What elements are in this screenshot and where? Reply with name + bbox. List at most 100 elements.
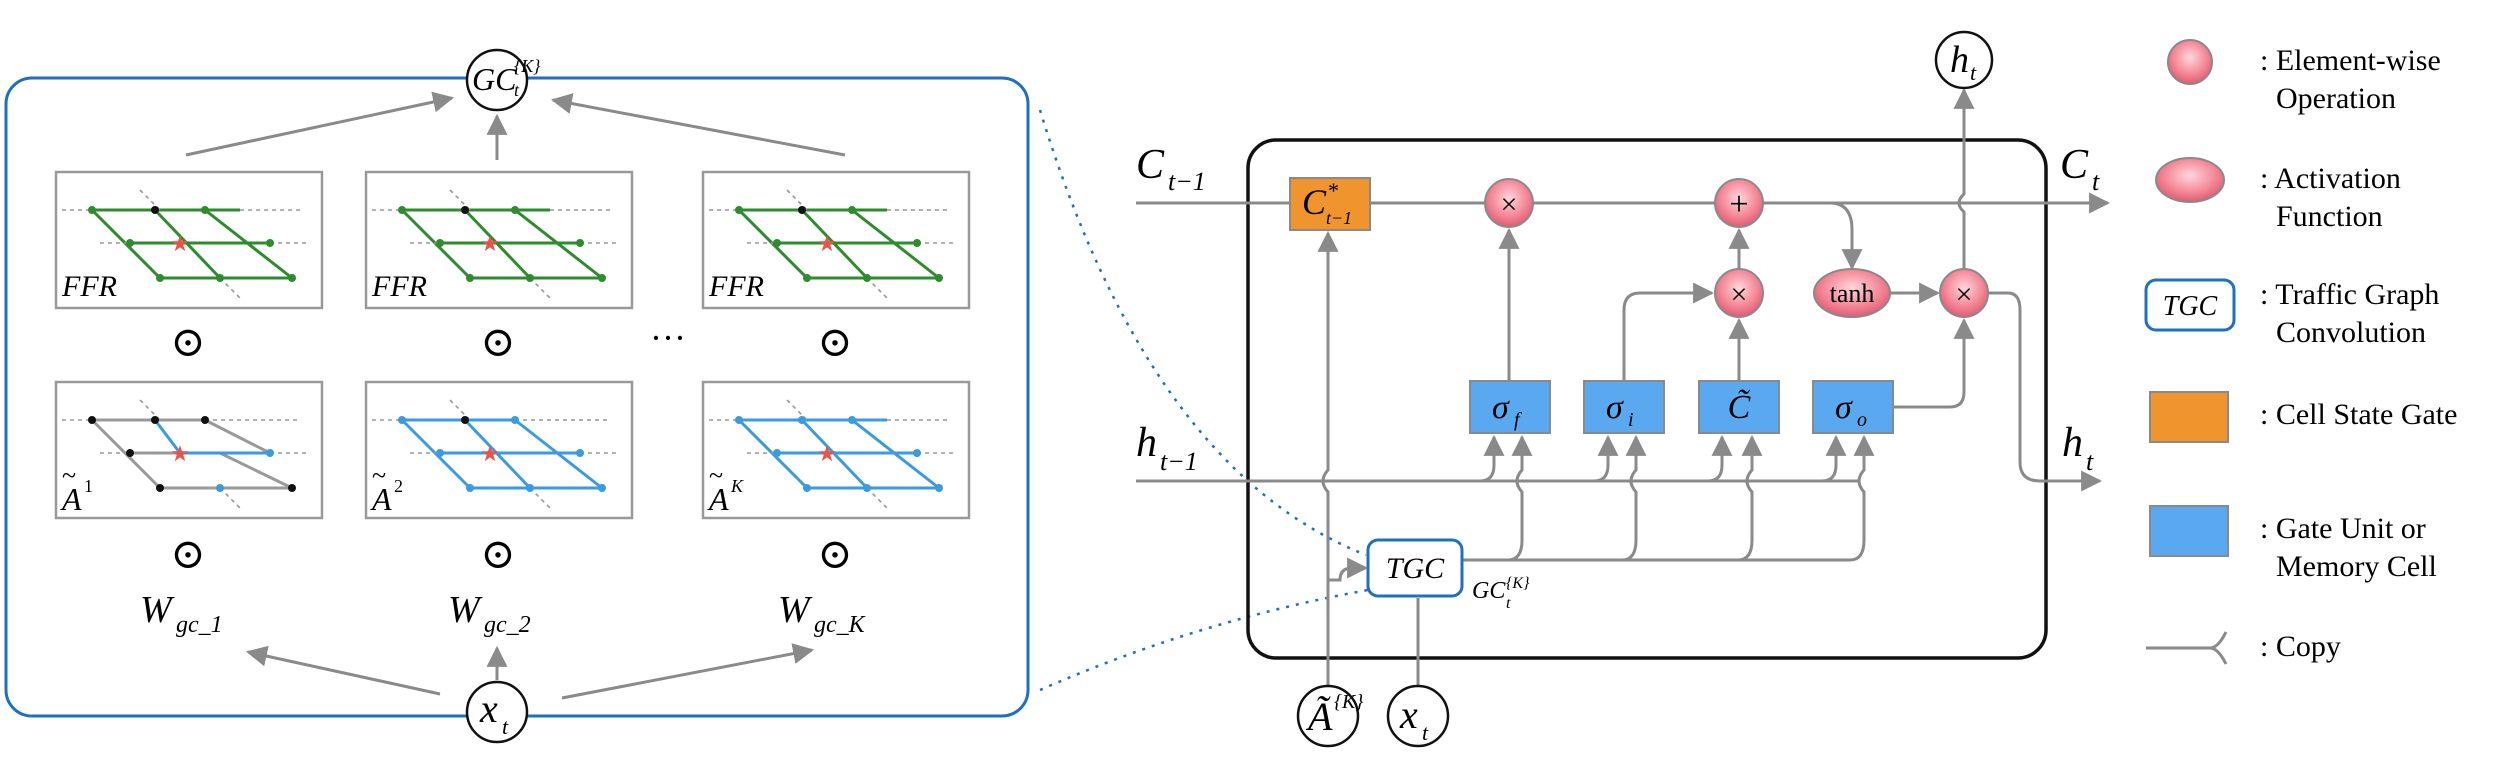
outmul-to-htop — [1953, 87, 1975, 269]
x-input-sub: t — [1422, 720, 1429, 745]
legend-4-text1: : Gate Unit or — [2260, 512, 2426, 545]
legend-2-text2: Convolution — [2276, 316, 2426, 349]
ffr-panel-2: ★ FFR — [364, 170, 634, 310]
tgc-label: TGC — [1386, 552, 1445, 585]
weight-k-main: W — [778, 589, 813, 631]
ffr-label-1: FFR — [61, 270, 117, 303]
gc-node-sub: t — [514, 80, 520, 100]
gc-out-sub: t — [1506, 595, 1511, 612]
xt-input-node-left: x t — [465, 680, 529, 744]
c-next-main: C — [2060, 142, 2089, 188]
gc-to-gates — [1462, 434, 1875, 562]
ffr-label-3: FFR — [708, 270, 764, 303]
legend-1-text2: Function — [2276, 200, 2383, 233]
arrow-left-to-gc — [185, 91, 455, 157]
pink-circle-icon — [2167, 39, 2213, 85]
h-next-label: h t — [2062, 420, 2094, 476]
adj-label-1-sup: 1 — [84, 476, 93, 496]
c-star-main: C — [1302, 182, 1327, 222]
h-prev-main: h — [1136, 420, 1157, 466]
svg-text:★: ★ — [817, 231, 837, 256]
input-gate-to-mul — [1622, 282, 1715, 381]
dotted-connector-bottom — [1039, 588, 1369, 692]
a-input-to-cstar — [1317, 230, 1339, 686]
legend-item-copy: : Copy — [2146, 630, 2341, 665]
arrow-xt-to-w1 — [245, 645, 441, 696]
dotted-connector-top — [1038, 109, 1367, 557]
forget-multiply-symbol: × — [1501, 188, 1518, 221]
add-symbol: + — [1729, 186, 1748, 223]
tanh-label: tanh — [1830, 279, 1875, 308]
c-to-tanh — [1829, 201, 1863, 271]
svg-text:★: ★ — [170, 441, 190, 466]
weight-2: W gc_2 — [448, 589, 531, 638]
pink-ellipse-icon — [2155, 157, 2225, 203]
h-top-sub: t — [1970, 60, 1977, 85]
legend-5-text1: : Copy — [2260, 630, 2341, 663]
legend-item-activation: : Activation Function — [2155, 157, 2401, 233]
c-prev-sub: t−1 — [1168, 167, 1206, 196]
gate-output-main: σ — [1835, 389, 1853, 426]
gc-out-label: GC t {K} — [1472, 575, 1530, 612]
gate-forget-main: σ — [1492, 389, 1510, 426]
legend-4-text2: Memory Cell — [2276, 550, 2437, 583]
gate-output: σ o — [1812, 380, 1894, 434]
input-multiply-symbol: × — [1731, 278, 1748, 311]
left-panel: GC t {K} ★ FFR — [4, 48, 1030, 744]
odot-1b: ⊙ — [170, 532, 205, 578]
svg-text:★: ★ — [480, 231, 500, 256]
c-next-label: C t — [2060, 142, 2100, 196]
tilde-2: ~ — [372, 461, 386, 490]
legend-item-gate-unit: : Gate Unit or Memory Cell — [2149, 505, 2437, 583]
adj-panel-2: ★ A ~ 2 — [364, 380, 634, 520]
x-input-node: x t — [1386, 684, 1450, 748]
odot-2a: ⊙ — [480, 320, 515, 366]
gate-input: σ i — [1583, 380, 1665, 434]
tilde-1: ~ — [62, 461, 76, 490]
gate-candidate: C̃ — [1698, 380, 1780, 434]
c-prev-label: C t−1 — [1136, 142, 1206, 196]
gate-input-main: σ — [1606, 389, 1624, 426]
h-next-main: h — [2062, 420, 2083, 466]
x-input-main: x — [1399, 692, 1418, 737]
gate-forget: σ f — [1469, 380, 1551, 434]
weight-k: W gc_K — [778, 589, 867, 638]
add-op: + — [1714, 178, 1764, 228]
ellipsis-dots: ··· — [650, 318, 686, 358]
weight-1-sub: gc_1 — [176, 612, 223, 638]
svg-text:★: ★ — [480, 441, 500, 466]
weight-k-sub: gc_K — [814, 612, 867, 638]
legend-1-text1: : Activation — [2260, 162, 2401, 195]
arrow-xt-to-wk — [561, 643, 815, 700]
gc-node-main: GC — [472, 61, 517, 97]
odot-3b: ⊙ — [817, 532, 852, 578]
output-multiply-symbol: × — [1956, 278, 1973, 311]
xt-left-sub: t — [502, 714, 509, 739]
legend-item-cell-state: : Cell State Gate — [2149, 391, 2457, 443]
gate-input-sub: i — [1628, 409, 1634, 431]
cell-state-gate-box: C * t−1 — [1289, 177, 1371, 231]
c-prev-main: C — [1136, 142, 1165, 188]
adj-panel-1: ★ A ~ 1 — [54, 380, 324, 520]
a-input-sup: {K} — [1334, 691, 1363, 713]
adj-label-2-sup: 2 — [394, 476, 403, 496]
odot-3a: ⊙ — [817, 320, 852, 366]
svg-text:★: ★ — [817, 441, 837, 466]
h-top-node: h t — [1934, 30, 1994, 90]
legend-3-text1: : Cell State Gate — [2260, 398, 2457, 431]
arrow-right-to-gc — [550, 93, 846, 157]
lstm-cell-frame — [1246, 138, 2048, 660]
input-multiply-op: × — [1714, 268, 1764, 318]
ffr-panel-1: ★ FFR — [54, 170, 324, 310]
gc-out-main: GC — [1472, 578, 1506, 604]
a-input-node: Ã {K} — [1296, 684, 1363, 748]
legend-0-text1: : Element-wise — [2260, 44, 2441, 77]
a-input-to-tgc — [1328, 557, 1369, 582]
h-top-main: h — [1950, 39, 1969, 81]
adj-label-2-main: A — [370, 481, 392, 517]
gate-candidate-main: C̃ — [1728, 388, 1751, 426]
tgc-box: TGC — [1366, 538, 1464, 598]
legend-item-element-wise: : Element-wise Operation — [2167, 39, 2441, 115]
legend-2-label: TGC — [2163, 291, 2218, 322]
